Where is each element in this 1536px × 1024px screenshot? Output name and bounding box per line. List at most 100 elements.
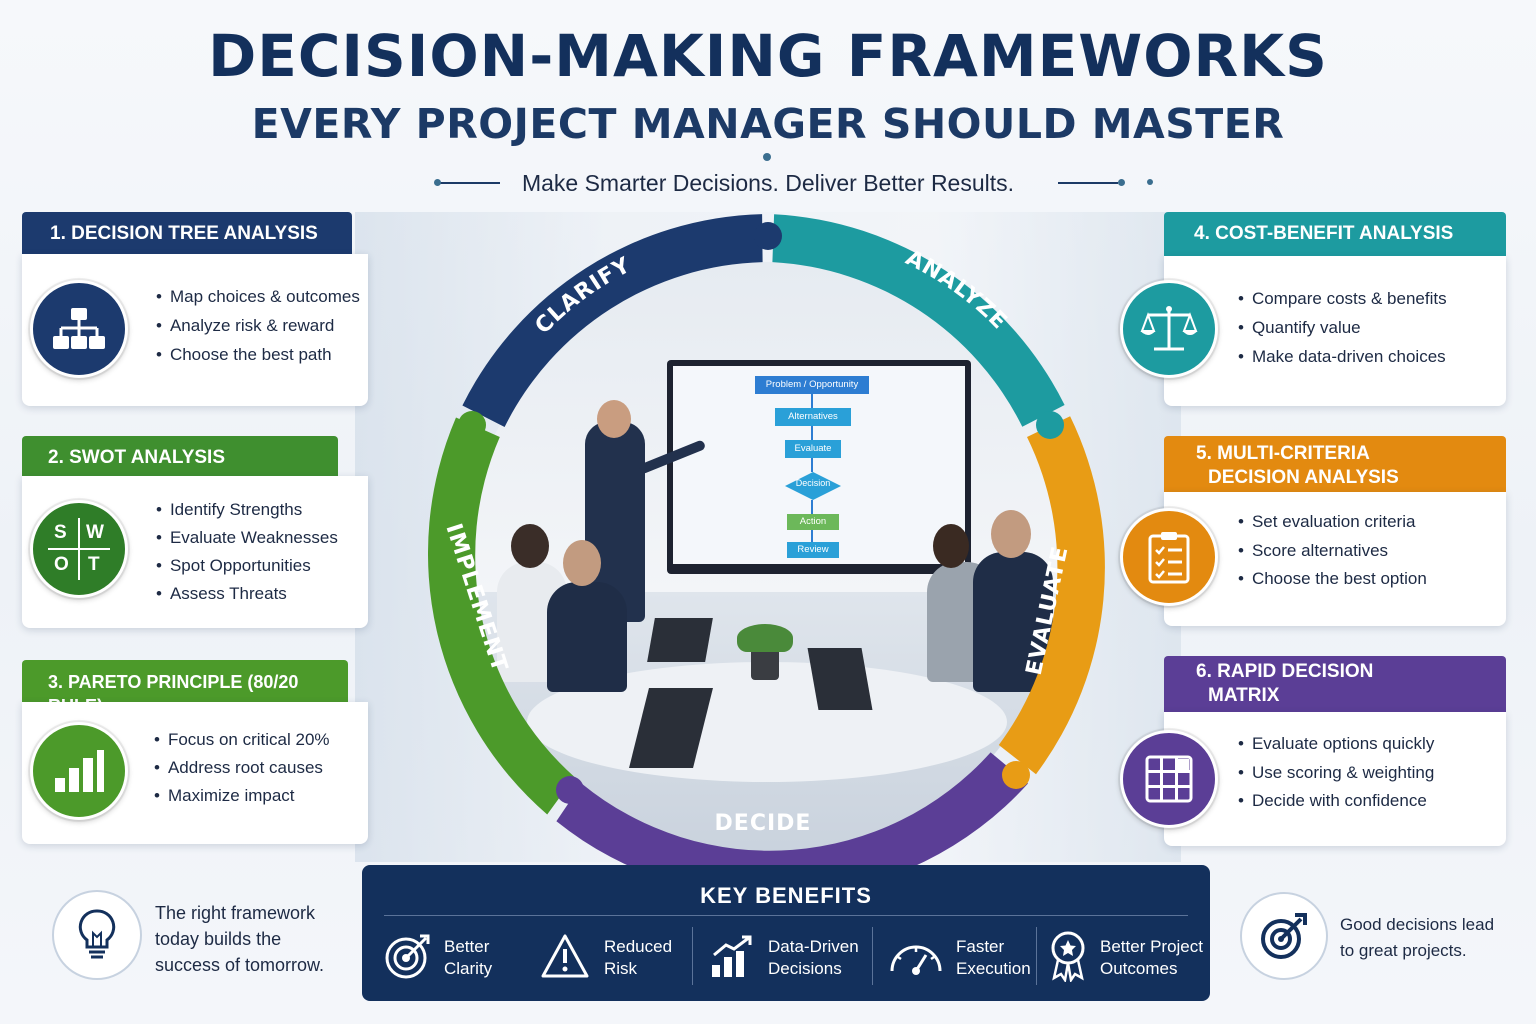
attendee-head <box>991 510 1031 558</box>
puzzle-tab <box>1036 411 1064 439</box>
tagline-rule-right <box>1058 182 1118 184</box>
bullet: Quantify value <box>1238 313 1447 342</box>
quote-left: The right framework today builds the suc… <box>155 900 324 978</box>
bullet: Compare costs & benefits <box>1238 284 1447 313</box>
flow-decision <box>785 472 841 500</box>
bar-chart-icon <box>30 722 128 820</box>
flow-connector <box>811 458 813 472</box>
card-bullets: Identify Strengths Evaluate Weaknesses S… <box>156 496 338 608</box>
benefit-line: Outcomes <box>1100 959 1178 978</box>
benefit-line: Faster <box>956 937 1005 956</box>
bullet: Map choices & outcomes <box>156 282 360 311</box>
card-bullets: Compare costs & benefits Quantify value … <box>1238 284 1447 371</box>
benefit-separator <box>692 927 693 985</box>
puzzle-tab <box>556 776 584 804</box>
flow-node: Problem / Opportunity <box>755 376 869 394</box>
quote-line: today builds the <box>155 929 282 949</box>
divider-dot <box>763 153 771 161</box>
checklist-icon <box>1120 508 1218 606</box>
bullet: Choose the best option <box>1238 565 1427 594</box>
cycle-segment-analyze <box>772 214 1065 427</box>
card-title: 1. DECISION TREE ANALYSIS <box>22 212 352 254</box>
bullet: Maximize impact <box>154 782 330 810</box>
card-bullets: Set evaluation criteria Score alternativ… <box>1238 508 1427 594</box>
cycle-segment-implement <box>428 417 575 815</box>
quote-line: Good decisions lead <box>1340 915 1495 934</box>
card-title: 4. COST-BENEFIT ANALYSIS <box>1164 212 1506 256</box>
divider-dot <box>1118 179 1125 186</box>
card-title: 5. MULTI-CRITERIA DECISION ANALYSIS <box>1164 436 1506 492</box>
card-title: 3. PARETO PRINCIPLE (80/20 RULE) <box>22 660 348 716</box>
card-title-line: 5. MULTI-CRITERIA <box>1196 443 1370 464</box>
bullet: Identify Strengths <box>156 496 338 524</box>
lightbulb-icon <box>52 890 142 980</box>
card-title-line: MATRIX <box>1208 685 1280 706</box>
bullet: Analyze risk & reward <box>156 311 360 340</box>
puzzle-tab <box>458 411 486 439</box>
attendee-head <box>563 540 601 586</box>
growth-chart-icon <box>710 933 756 984</box>
presentation-screen: Problem / Opportunity Alternatives Evalu… <box>667 360 971 574</box>
bullet: Set evaluation criteria <box>1238 508 1427 537</box>
tagline-rule-left <box>440 182 500 184</box>
screen-display: Problem / Opportunity Alternatives Evalu… <box>673 366 965 564</box>
card-title-line: 6. RAPID DECISION <box>1196 661 1374 682</box>
benefit-line: Clarity <box>444 959 493 978</box>
flow-node: Action <box>787 514 839 530</box>
card-title: 2. SWOT ANALYSIS <box>22 436 338 476</box>
flow-connector <box>811 530 813 542</box>
decision-cycle-ring: CLARIFY ANALYZE EVALUATE DECIDE IMPLEMEN… <box>428 214 1105 872</box>
quote-line: success of tomorrow. <box>155 955 325 975</box>
bullet: Address root causes <box>154 754 330 782</box>
flow-connector <box>811 426 813 440</box>
cycle-segment-evaluate <box>998 416 1105 775</box>
benefits-divider <box>384 915 1188 916</box>
benefit-line: Decisions <box>768 959 842 978</box>
benefit-separator <box>1036 927 1037 985</box>
page-subtitle: EVERY PROJECT MANAGER SHOULD MASTER <box>251 100 1285 148</box>
framework-card-pareto: 3. PARETO PRINCIPLE (80/20 RULE) Focus o… <box>22 660 368 844</box>
swot-letter: O <box>54 554 69 575</box>
cycle-segment-clarify <box>462 214 763 427</box>
benefits-title: KEY BENEFITS <box>700 883 872 908</box>
bullet: Decide with confidence <box>1238 787 1434 816</box>
framework-card-rapid-matrix: 6. RAPID DECISION MATRIX Evaluate option… <box>1120 656 1506 846</box>
card-title: 6. RAPID DECISION MATRIX <box>1164 656 1506 712</box>
divider-dot <box>1147 179 1153 185</box>
bullet: Focus on critical 20% <box>154 726 330 754</box>
bullet: Evaluate Weaknesses <box>156 524 338 552</box>
meeting-photo: Problem / Opportunity Alternatives Evalu… <box>467 262 1065 860</box>
cycle-segment-decide <box>556 752 1028 872</box>
bullet: Spot Opportunities <box>156 552 338 580</box>
card-bullets: Map choices & outcomes Analyze risk & re… <box>156 282 360 369</box>
swot-grid-icon: S W O T <box>30 500 128 598</box>
warning-icon <box>540 933 590 984</box>
swot-letter: T <box>88 554 100 575</box>
card-title-line: DECISION ANALYSIS <box>1208 467 1399 488</box>
attendee-head <box>511 524 549 568</box>
target-icon <box>1240 892 1328 980</box>
flow-node: Alternatives <box>775 408 851 426</box>
bullet: Use scoring & weighting <box>1238 759 1434 788</box>
flow-connector <box>811 500 813 514</box>
puzzle-tab <box>754 222 782 250</box>
quote-line: to great projects. <box>1340 941 1467 960</box>
flow-decision-label: Decision <box>795 478 831 488</box>
bullet: Evaluate options quickly <box>1238 730 1434 759</box>
flow-node: Review <box>787 542 839 558</box>
attendee-head <box>933 524 969 568</box>
flow-connector <box>811 394 813 408</box>
puzzle-tab <box>1002 761 1030 789</box>
tagline: Make Smarter Decisions. Deliver Better R… <box>521 170 1015 196</box>
benefit-line: Reduced <box>604 937 673 956</box>
bullet: Score alternatives <box>1238 537 1427 566</box>
framework-card-swot: 2. SWOT ANALYSIS S W O T Identify Streng… <box>22 436 368 628</box>
benefit-line: Data-Driven <box>768 937 859 956</box>
card-bullets: Focus on critical 20% Address root cause… <box>154 726 330 810</box>
matrix-grid-icon <box>1120 730 1218 828</box>
divider-dot <box>434 179 441 186</box>
